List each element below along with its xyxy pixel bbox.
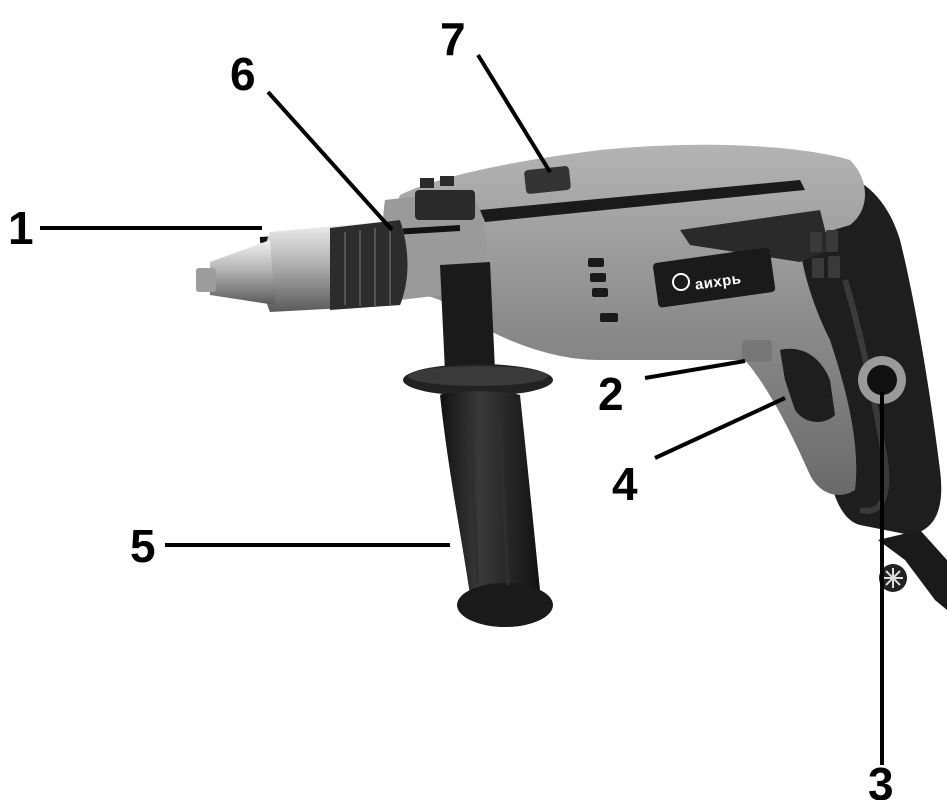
leader-line-4 (654, 396, 786, 460)
power-cord (878, 530, 947, 610)
callout-labels: 1 2 3 4 5 6 7 (8, 13, 894, 800)
callout-3: 3 (868, 758, 894, 800)
callout-1: 1 (8, 202, 34, 254)
trigger (780, 348, 835, 422)
leader-line-2 (644, 359, 746, 380)
callout-2: 2 (598, 368, 624, 420)
callout-6: 6 (230, 48, 256, 100)
mode-switch (524, 166, 571, 194)
drill-body: аихрь (394, 144, 865, 495)
callout-4: 4 (612, 458, 638, 510)
callout-5: 5 (130, 520, 156, 572)
brand-label: аихрь (694, 270, 743, 293)
chuck (196, 220, 408, 312)
brand-plate (653, 247, 776, 308)
leader-line-6 (266, 90, 394, 232)
auxiliary-handle (403, 262, 553, 627)
leader-line-7 (476, 53, 552, 174)
reverse-switch (858, 356, 906, 404)
lock-button (742, 340, 772, 362)
leader-lines (40, 53, 884, 765)
callout-7: 7 (440, 13, 466, 65)
